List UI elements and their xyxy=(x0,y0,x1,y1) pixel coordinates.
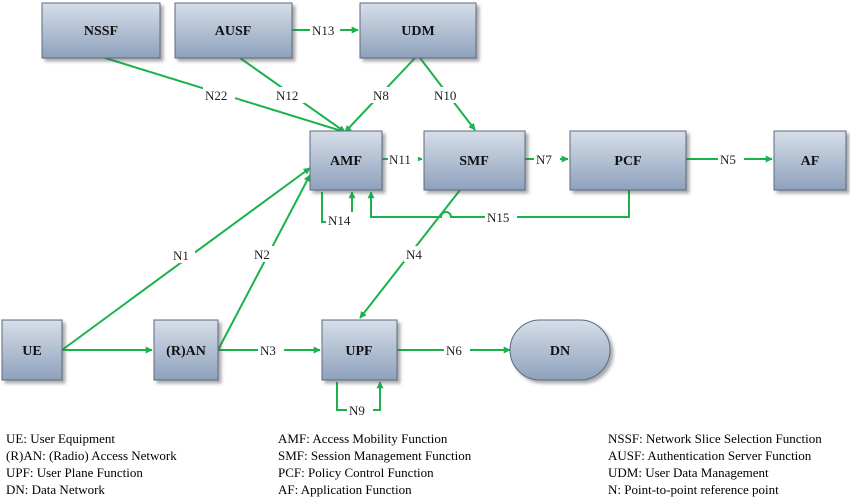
legend-item: (R)AN: (Radio) Access Network xyxy=(6,448,177,463)
node-udm xyxy=(359,2,477,59)
edge-label-n12: N12 xyxy=(276,88,298,103)
node-label-amf: AMF xyxy=(330,154,362,169)
node-upf xyxy=(321,319,398,381)
legend-item: UDM: User Data Management xyxy=(608,465,769,480)
node-label-udm: UDM xyxy=(401,24,434,39)
node-label-nssf: NSSF xyxy=(84,24,118,39)
edge-label-n11: N11 xyxy=(389,152,411,167)
edge-label-n8: N8 xyxy=(373,88,389,103)
node-label-ue: UE xyxy=(22,344,41,359)
node-ausf xyxy=(174,2,293,59)
node-nssf xyxy=(41,2,161,59)
node-label-ran: (R)AN xyxy=(166,344,206,359)
legend-column-3: NSSF: Network Slice Selection Function A… xyxy=(608,430,822,498)
edge-label-n3: N3 xyxy=(260,343,276,358)
edge-label-n10: N10 xyxy=(434,88,456,103)
edge-label-n2: N2 xyxy=(254,247,270,262)
edge-label-n22: N22 xyxy=(205,88,227,103)
node-label-dn: DN xyxy=(550,344,570,359)
legend-item: UE: User Equipment xyxy=(6,431,116,446)
edge-label-n1: N1 xyxy=(173,248,189,263)
legend-item: SMF: Session Management Function xyxy=(278,448,472,463)
node-dn xyxy=(509,319,611,381)
node-label-ausf: AUSF xyxy=(215,24,252,39)
node-label-smf: SMF xyxy=(459,154,489,169)
node-pcf xyxy=(569,130,687,191)
legend-item: PCF: Policy Control Function xyxy=(278,465,434,480)
node-ran xyxy=(153,319,219,381)
edge-label-n5: N5 xyxy=(720,152,736,167)
legend-item: AF: Application Function xyxy=(278,482,412,497)
node-label-upf: UPF xyxy=(345,344,372,359)
node-label-af: AF xyxy=(801,154,820,169)
legend-column-2: AMF: Access Mobility Function SMF: Sessi… xyxy=(278,430,471,498)
legend-item: AMF: Access Mobility Function xyxy=(278,431,448,446)
edge-label-n9: N9 xyxy=(349,403,365,418)
node-af xyxy=(773,130,847,191)
node-amf xyxy=(309,130,383,191)
architecture-diagram: N13 N22 N12 N8 N10 N11 N7 N5 N14 N15 N4 … xyxy=(1,2,847,418)
legend-column-1: UE: User Equipment (R)AN: (Radio) Access… xyxy=(6,430,177,498)
edge-label-n7: N7 xyxy=(536,152,552,167)
edge-label-n6: N6 xyxy=(446,343,462,358)
legend-item: NSSF: Network Slice Selection Function xyxy=(608,431,822,446)
node-smf xyxy=(423,130,526,191)
legend-item: UPF: User Plane Function xyxy=(6,465,143,480)
edge-label-n4: N4 xyxy=(406,247,422,262)
legend-item: DN: Data Network xyxy=(6,482,105,497)
edge-label-n13: N13 xyxy=(312,23,334,38)
edge-n15 xyxy=(367,190,630,218)
legend-item: AUSF: Authentication Server Function xyxy=(608,448,812,463)
node-ue xyxy=(1,319,63,381)
legend-item: N: Point-to-point reference point xyxy=(608,482,779,497)
edge-label-n14: N14 xyxy=(328,213,351,228)
edge-n2 xyxy=(217,174,311,351)
node-label-pcf: PCF xyxy=(614,154,641,169)
edge-label-n15: N15 xyxy=(487,210,509,225)
